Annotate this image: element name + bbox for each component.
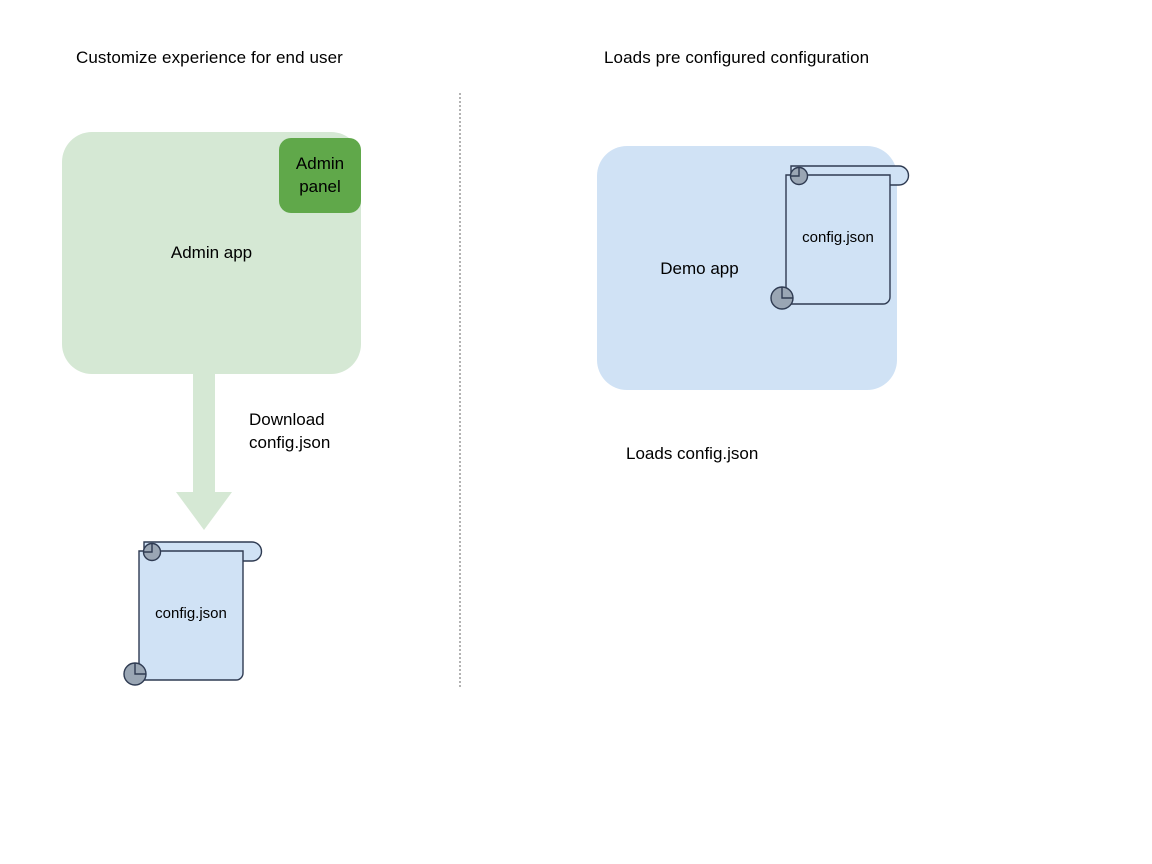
download-arrow-label-line1: Download xyxy=(249,410,325,429)
admin-panel-label-line2: panel xyxy=(299,176,341,196)
right-config-json-label: config.json xyxy=(802,229,874,246)
demo-app-label: Demo app xyxy=(660,259,739,278)
download-arrow-shape xyxy=(176,372,232,530)
left-config-json-label: config.json xyxy=(155,605,227,622)
doc-top-curl-crease xyxy=(143,543,153,553)
left-section-title: Customize experience for end user xyxy=(76,48,343,67)
admin-panel-label-line1: Admin xyxy=(295,154,345,174)
doc-bottom-curl-crease xyxy=(134,663,146,675)
download-arrow xyxy=(172,372,244,532)
admin-panel-chip[interactable]: Admin panel xyxy=(279,138,361,213)
doc-top-curl-crease xyxy=(790,167,800,177)
admin-app-label: Admin app xyxy=(170,243,253,262)
download-arrow-label-line2: config.json xyxy=(249,432,331,452)
loads-config-caption: Loads config.json xyxy=(626,444,759,463)
doc-body xyxy=(785,174,891,305)
doc-body xyxy=(138,550,244,681)
vertical-dotted-divider xyxy=(459,93,461,687)
download-arrow-label: Download config.json xyxy=(249,409,330,454)
doc-bottom-curl-crease xyxy=(781,287,793,299)
left-config-json-document[interactable]: config.json xyxy=(118,525,268,690)
right-section-title: Loads pre configured configuration xyxy=(604,48,870,67)
right-config-json-document[interactable]: config.json xyxy=(765,149,915,314)
